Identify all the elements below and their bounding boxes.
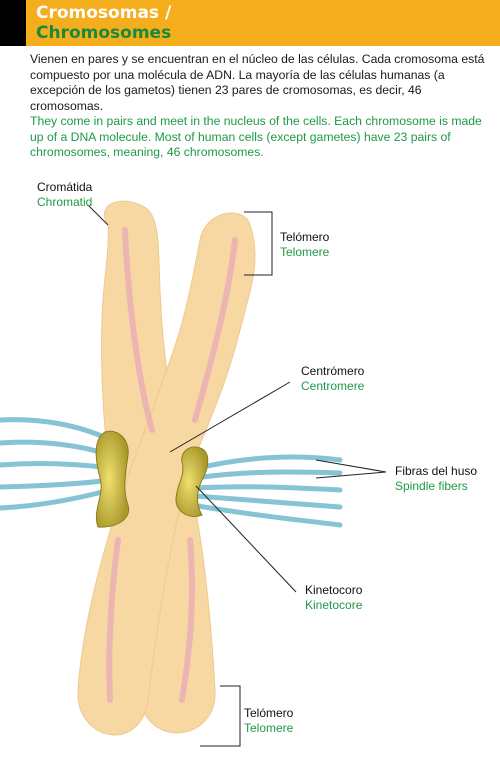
- intro-spanish: Vienen en pares y se encuentran en el nú…: [30, 52, 485, 113]
- header-accent-bar: [0, 0, 26, 46]
- label-telomere-bottom: Telómero Telomere: [244, 706, 294, 735]
- label-chromatid: Cromátida Chromatid: [37, 180, 93, 209]
- title-spanish: Cromosomas /: [36, 3, 172, 23]
- label-telomere-top: Telómero Telomere: [280, 230, 330, 259]
- spindle-fibers-right: [187, 454, 343, 528]
- leader-lines: [87, 204, 387, 747]
- chromatid-b: [77, 212, 256, 736]
- intro-english: They come in pairs and meet in the nucle…: [30, 114, 482, 159]
- kinetochore-left: [95, 430, 130, 528]
- spindle-fibers-left: [0, 417, 113, 511]
- title-english: Chromosomes: [36, 23, 172, 43]
- label-spindle-fibers: Fibras del huso Spindle fibers: [395, 464, 478, 493]
- chromosome: [77, 200, 256, 736]
- kinetochore-right: [175, 446, 209, 517]
- label-kinetochore: Kinetocoro Kinetocore: [305, 583, 363, 612]
- page-title: Cromosomas / Chromosomes: [36, 3, 171, 43]
- label-centromere: Centrómero Centromere: [301, 364, 365, 393]
- intro-text: Vienen en pares y se encuentran en el nú…: [30, 52, 492, 161]
- header-banner: Cromosomas / Chromosomes: [0, 0, 500, 46]
